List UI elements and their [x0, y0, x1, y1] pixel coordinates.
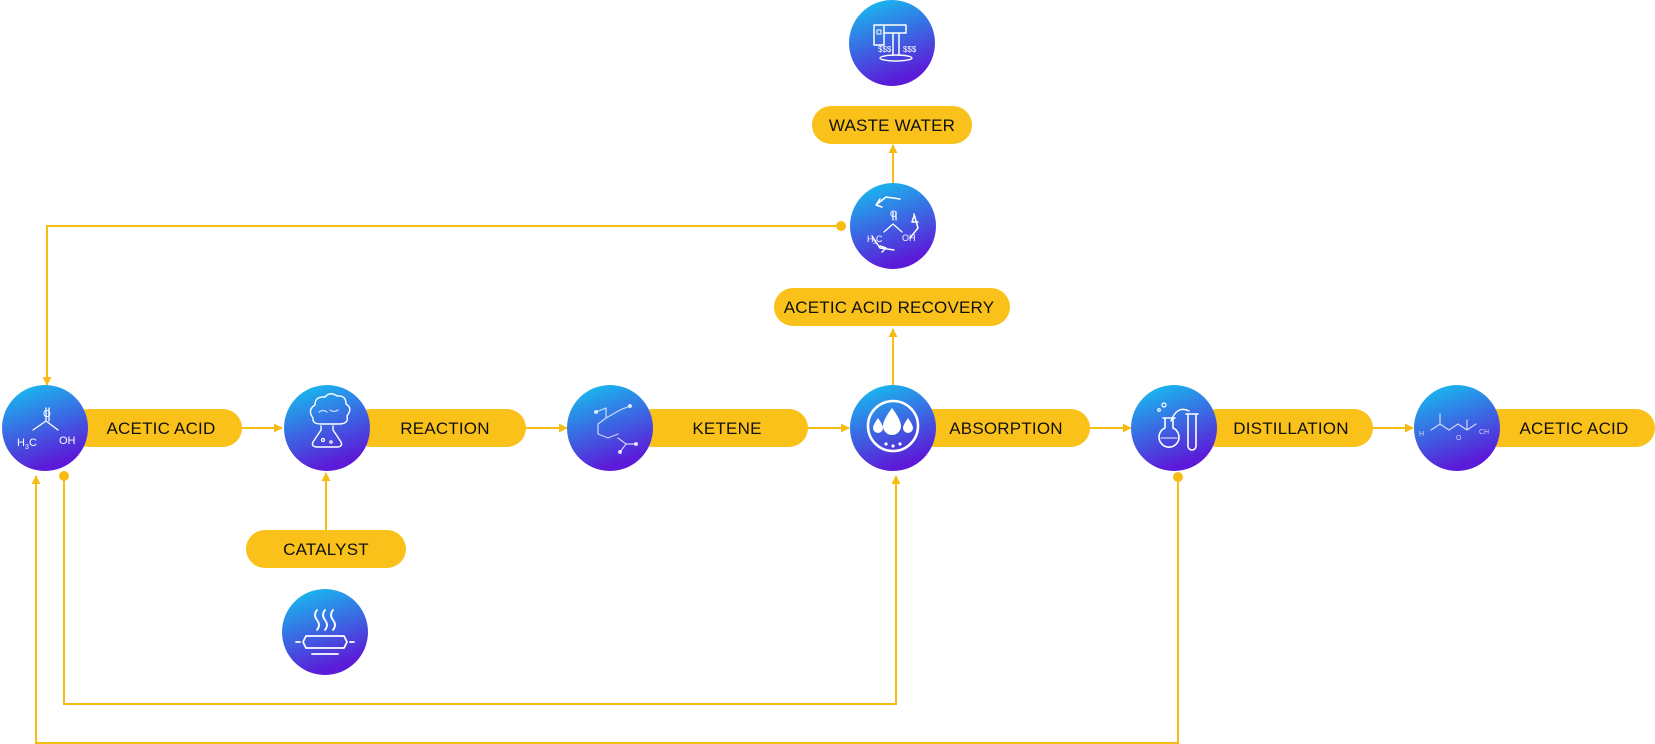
line-origin-dot-acid: [59, 471, 69, 481]
heating-plate-icon: [295, 609, 355, 655]
recycle-line-distillation-to-acid: [31, 475, 1179, 744]
oxygen-label: O: [43, 409, 51, 420]
label-acetic-acid-recovery: ACETIC ACID RECOVERY: [784, 298, 995, 317]
node-absorption: [850, 385, 936, 471]
label-distillation: DISTILLATION: [1233, 419, 1348, 438]
reaction-flask-brain-icon: [309, 393, 351, 448]
recovery-oh-label: OH: [902, 233, 916, 243]
node-reaction: [284, 385, 370, 471]
pill-ketene: [634, 409, 808, 447]
ch3-label-out: CH: [1479, 429, 1489, 436]
label-waste-water: WASTE WATER: [829, 116, 955, 135]
distillation-flasks-icon: [1157, 402, 1199, 451]
pill-reaction: [352, 409, 526, 447]
label-acetic-acid-in: ACETIC ACID: [107, 419, 216, 438]
node-distillation: [1131, 385, 1217, 471]
pill-distillation: [1198, 409, 1373, 447]
pill-absorption: [915, 409, 1090, 447]
recovery-h-label: H: [867, 234, 874, 244]
ketene-molecule-icon: [594, 404, 638, 454]
subscript-3: 3: [25, 444, 29, 451]
label-catalyst: CATALYST: [283, 540, 369, 559]
label-absorption: ABSORPTION: [949, 419, 1062, 438]
waste-right-symbol: $$$: [903, 45, 917, 54]
node-catalyst: [282, 589, 368, 675]
node-acetic-acid-in: O H 3 C OH: [2, 385, 88, 471]
line-origin-dot-distillation: [1173, 472, 1183, 482]
node-acetic-acid-recovery: O H 3 C OH: [850, 183, 936, 269]
label-reaction: REACTION: [400, 419, 489, 438]
recycle-acid-icon: O H 3 C OH: [867, 196, 919, 253]
node-acetic-acid-out: H CH O: [1414, 385, 1500, 471]
node-waste-water: $$$ $$$: [849, 0, 935, 86]
pill-acetic-acid-out: [1480, 409, 1655, 447]
water-drops-icon: [866, 399, 920, 453]
pill-acetic-acid-recovery: [774, 288, 1010, 326]
line-origin-dot-recovery: [836, 221, 846, 231]
carbon-label: C: [29, 437, 37, 449]
pill-catalyst: [246, 530, 406, 568]
recycle-line-acid-to-absorption: [63, 475, 901, 705]
anhydride-molecule-icon: H CH O: [1419, 413, 1489, 442]
recycle-line-recovery-to-acid: [42, 225, 841, 386]
pill-waste-water: [812, 106, 972, 144]
waste-left-symbol: $$$: [878, 45, 892, 54]
label-acetic-acid-out: ACETIC ACID: [1520, 419, 1629, 438]
h3c-label-out: H: [1419, 431, 1424, 438]
recovery-oxygen-label: O: [890, 209, 897, 219]
recovery-sub3: 3: [873, 240, 877, 246]
pill-acetic-acid-in: [70, 409, 242, 447]
waste-water-pipe-icon: $$$ $$$: [873, 24, 917, 62]
node-ketene: [567, 385, 653, 471]
acetic-acid-molecule-icon: O H 3 C OH: [17, 407, 76, 451]
oh-label: OH: [59, 435, 76, 447]
h3c-label: H: [17, 437, 25, 449]
label-ketene: KETENE: [692, 419, 761, 438]
bridge-oxygen-label: O: [1456, 435, 1462, 442]
recovery-c-label: C: [876, 234, 883, 244]
